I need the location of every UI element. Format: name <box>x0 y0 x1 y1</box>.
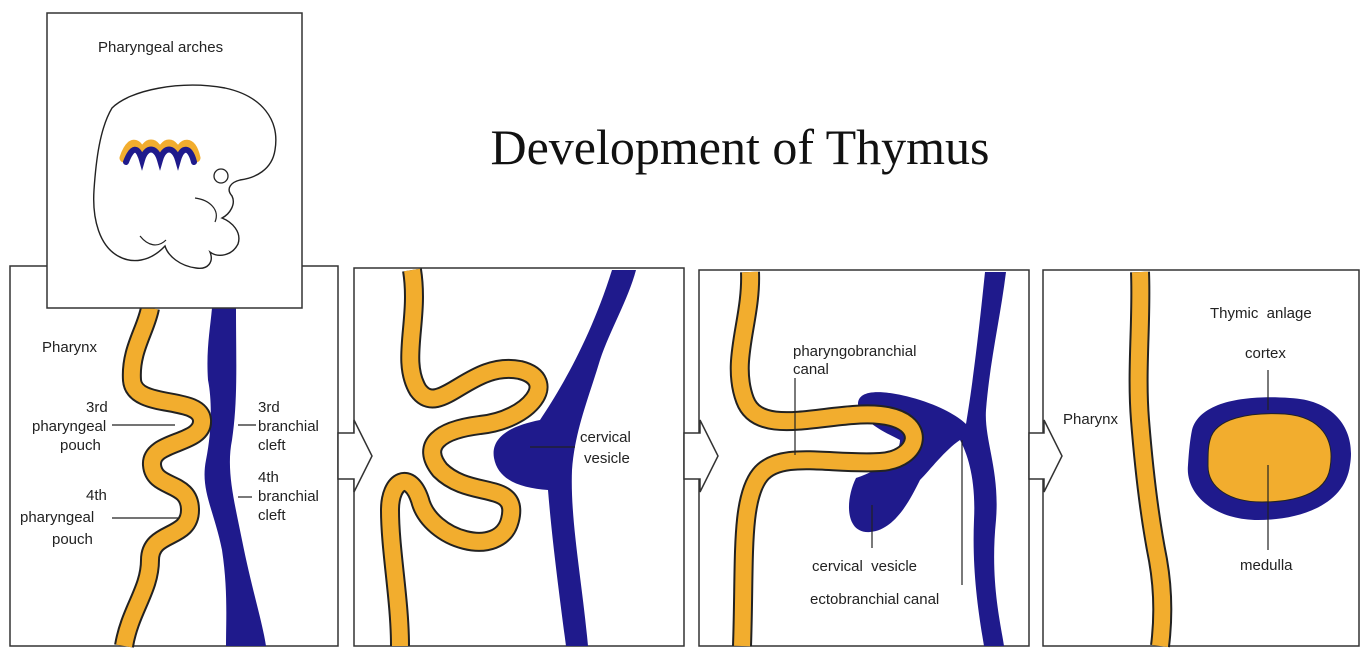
label-pharynx-1: Pharynx <box>42 339 98 356</box>
label-4th-pouch-3: pouch <box>52 531 93 548</box>
label-3rd-cleft-3: cleft <box>258 437 286 454</box>
label-cervical-vesicle-2b: vesicle <box>584 450 630 467</box>
page-title: Development of Thymus <box>380 122 1100 172</box>
label-3rd-pouch-1: 3rd <box>86 399 108 416</box>
label-3rd-cleft-2: branchial <box>258 418 319 435</box>
label-3rd-cleft-1: 3rd <box>258 399 280 416</box>
label-3rd-pouch-2: pharyngeal <box>32 418 106 435</box>
thymic-anlage-medulla <box>1208 414 1331 502</box>
label-ectobranchial-canal: ectobranchial canal <box>810 591 939 608</box>
label-medulla: medulla <box>1240 557 1293 574</box>
label-pharynx-4: Pharynx <box>1063 411 1119 428</box>
inset-box <box>47 13 302 308</box>
label-thymic-anlage: Thymic anlage <box>1210 305 1312 322</box>
label-3rd-pouch-3: pouch <box>60 437 101 454</box>
inset-label: Pharyngeal arches <box>98 39 223 56</box>
label-4th-cleft-1: 4th <box>258 469 279 486</box>
label-4th-pouch-2: pharyngeal <box>20 509 94 526</box>
label-pharyngobranchial-canal-1: pharyngobranchial <box>793 343 916 360</box>
label-cervical-vesicle-2a: cervical <box>580 429 631 446</box>
label-cortex: cortex <box>1245 345 1286 362</box>
label-4th-pouch-1: 4th <box>86 487 107 504</box>
label-pharyngobranchial-canal-2: canal <box>793 361 829 378</box>
label-4th-cleft-2: branchial <box>258 488 319 505</box>
label-4th-cleft-3: cleft <box>258 507 286 524</box>
panel-1-frame <box>10 266 338 646</box>
label-cervical-vesicle-3: cervical vesicle <box>812 558 917 575</box>
